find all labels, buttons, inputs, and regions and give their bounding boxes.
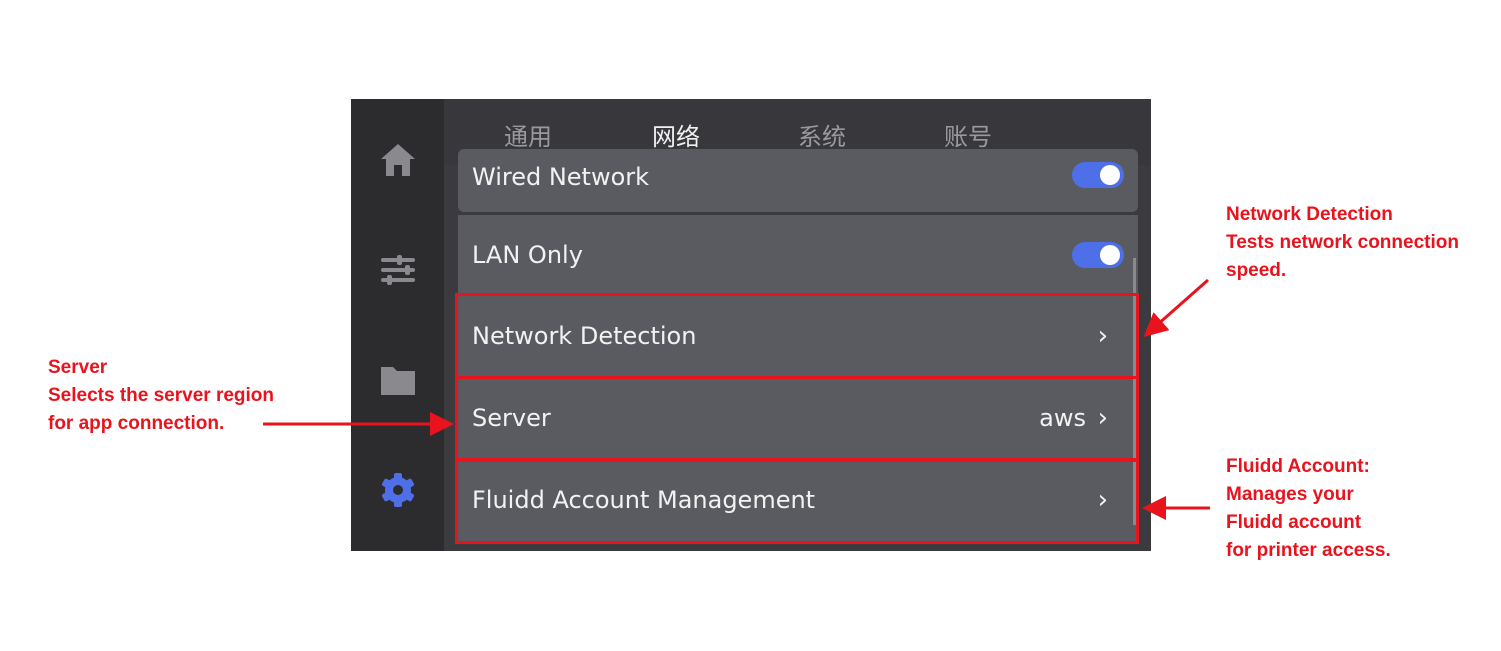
- row-lan-only[interactable]: LAN Only: [458, 215, 1138, 295]
- chevron-right-icon: ›: [1097, 403, 1108, 433]
- sliders-icon[interactable]: [379, 251, 417, 289]
- lan-only-toggle[interactable]: [1072, 242, 1124, 268]
- wired-network-toggle[interactable]: [1072, 162, 1124, 188]
- tab-network[interactable]: 网络: [652, 123, 700, 151]
- row-wired-network[interactable]: Wired Network: [458, 149, 1138, 212]
- folder-icon[interactable]: [379, 361, 417, 399]
- gear-icon[interactable]: [379, 471, 417, 509]
- row-label: Wired Network: [472, 163, 650, 191]
- tab-account[interactable]: 账号: [944, 123, 992, 151]
- settings-panel: 通用 网络 系统 账号 Wired Network LAN Only Netwo…: [351, 99, 1151, 551]
- row-label: LAN Only: [472, 241, 583, 269]
- tab-system[interactable]: 系统: [798, 123, 846, 151]
- sidebar: [351, 99, 444, 551]
- arrow-network-detection: [1143, 278, 1209, 337]
- chevron-right-icon: ›: [1097, 321, 1108, 351]
- scrollbar[interactable]: [1133, 258, 1136, 525]
- row-network-detection[interactable]: Network Detection ›: [458, 295, 1138, 377]
- row-label: Server: [472, 404, 551, 432]
- chevron-right-icon: ›: [1097, 485, 1108, 515]
- highlight-fluidd: [455, 458, 1139, 544]
- server-value: aws: [1039, 404, 1086, 432]
- tab-general[interactable]: 通用: [504, 123, 552, 151]
- home-icon[interactable]: [379, 141, 417, 179]
- row-label: Network Detection: [472, 322, 697, 350]
- row-label: Fluidd Account Management: [472, 486, 816, 514]
- row-fluidd-account[interactable]: Fluidd Account Management ›: [458, 459, 1138, 541]
- row-server[interactable]: Server aws ›: [458, 377, 1138, 459]
